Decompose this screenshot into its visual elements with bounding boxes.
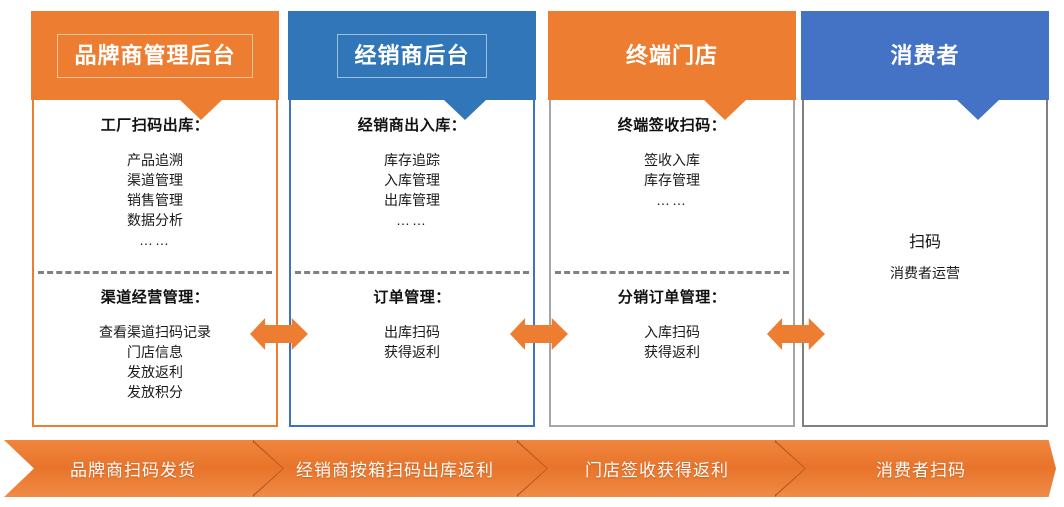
- section-divider: [555, 271, 789, 274]
- column-terminal-store: 终端门店 终端签收扫码： 签收入库 库存管理 …… 分销订单管理： 入库扫码 获…: [548, 11, 796, 427]
- section-item: 入库扫码: [644, 324, 700, 340]
- section-top: 终端签收扫码： 签收入库 库存管理 ……: [555, 117, 789, 211]
- section-item: 获得返利: [384, 343, 440, 360]
- section-title: 分销订单管理：: [617, 289, 727, 306]
- section-item: 库存追踪: [384, 152, 440, 168]
- section-item-ellipsis: ……: [139, 231, 171, 248]
- section-item: 出库管理: [384, 191, 440, 208]
- column-dealer-backend: 经销商后台 经销商出入库： 库存追踪 入库管理 出库管理 …… 订单管理： 出库…: [288, 11, 536, 427]
- section-item: 渠道管理: [127, 171, 183, 188]
- consumer-main-text: 扫码: [908, 234, 941, 251]
- column-brand-admin: 品牌商管理后台 工厂扫码出库： 产品追溯 渠道管理 销售管理 数据分析 …… 渠…: [31, 11, 279, 427]
- section-divider: [38, 271, 272, 274]
- banner-segment-label: 经销商按箱扫码出库返利: [296, 461, 494, 480]
- section-title: 工厂扫码出库：: [100, 117, 210, 134]
- header-notch-icon: [957, 100, 999, 120]
- banner-segment-label: 门店签收获得返利: [585, 461, 729, 480]
- column-consumer: 消费者 扫码 消费者运营: [801, 11, 1049, 427]
- section-divider: [295, 271, 529, 274]
- column-title: 终端门店: [625, 42, 718, 68]
- section-item-ellipsis: ……: [396, 211, 428, 228]
- column-header: 经销商后台: [288, 11, 536, 100]
- banner-segment: 品牌商扫码发货: [4, 440, 262, 497]
- section-item: 出库扫码: [384, 324, 440, 340]
- banner-segment: 门店签收获得返利: [528, 440, 786, 497]
- section-item-ellipsis: ……: [656, 191, 688, 208]
- banner-segment: 经销商按箱扫码出库返利: [262, 440, 528, 497]
- column-header: 消费者: [801, 11, 1049, 100]
- header-notch-icon: [444, 100, 486, 120]
- section-item: 库存管理: [644, 171, 700, 188]
- section-title: 终端签收扫码：: [617, 117, 727, 134]
- section-item: 销售管理: [127, 191, 183, 208]
- column-title: 品牌商管理后台: [57, 33, 253, 78]
- section-title: 经销商出入库：: [357, 117, 467, 134]
- section-item: 发放积分: [127, 383, 183, 400]
- section-item: 入库管理: [384, 171, 440, 188]
- banner-segment-label: 品牌商扫码发货: [70, 461, 196, 480]
- section-item: 签收入库: [644, 152, 700, 168]
- consumer-sub-text: 消费者运营: [890, 265, 960, 281]
- banner-inner: 品牌商扫码发货 经销商按箱扫码出库返利 门店签收获得返利 消费者扫码: [4, 440, 1056, 497]
- header-notch-icon: [180, 100, 222, 120]
- section-item: 发放返利: [127, 363, 183, 380]
- column-title: 消费者: [890, 42, 960, 68]
- section-item: 门店信息: [127, 343, 183, 360]
- header-notch-icon: [704, 100, 746, 120]
- section-title: 渠道经营管理：: [100, 289, 210, 306]
- column-header: 品牌商管理后台: [31, 11, 279, 100]
- section-item: 查看渠道扫码记录: [99, 324, 211, 340]
- section-title: 订单管理：: [373, 289, 451, 306]
- process-flow-banner: 品牌商扫码发货 经销商按箱扫码出库返利 门店签收获得返利 消费者扫码: [4, 440, 1056, 497]
- section-item: 数据分析: [127, 211, 183, 228]
- section-bottom: 订单管理： 出库扫码 获得返利: [295, 289, 529, 363]
- section-item: 获得返利: [644, 343, 700, 360]
- banner-segment: 消费者扫码: [786, 440, 1056, 497]
- section-bottom: 渠道经营管理： 查看渠道扫码记录 门店信息 发放返利 发放积分: [38, 289, 272, 403]
- banner-segment-label: 消费者扫码: [876, 461, 966, 480]
- section-top: 经销商出入库： 库存追踪 入库管理 出库管理 ……: [295, 117, 529, 231]
- section-top: 工厂扫码出库： 产品追溯 渠道管理 销售管理 数据分析 ……: [38, 117, 272, 250]
- column-header: 终端门店: [548, 11, 796, 100]
- section-item: 产品追溯: [127, 152, 183, 168]
- section-bottom: 分销订单管理： 入库扫码 获得返利: [555, 289, 789, 363]
- column-title: 经销商后台: [337, 33, 487, 78]
